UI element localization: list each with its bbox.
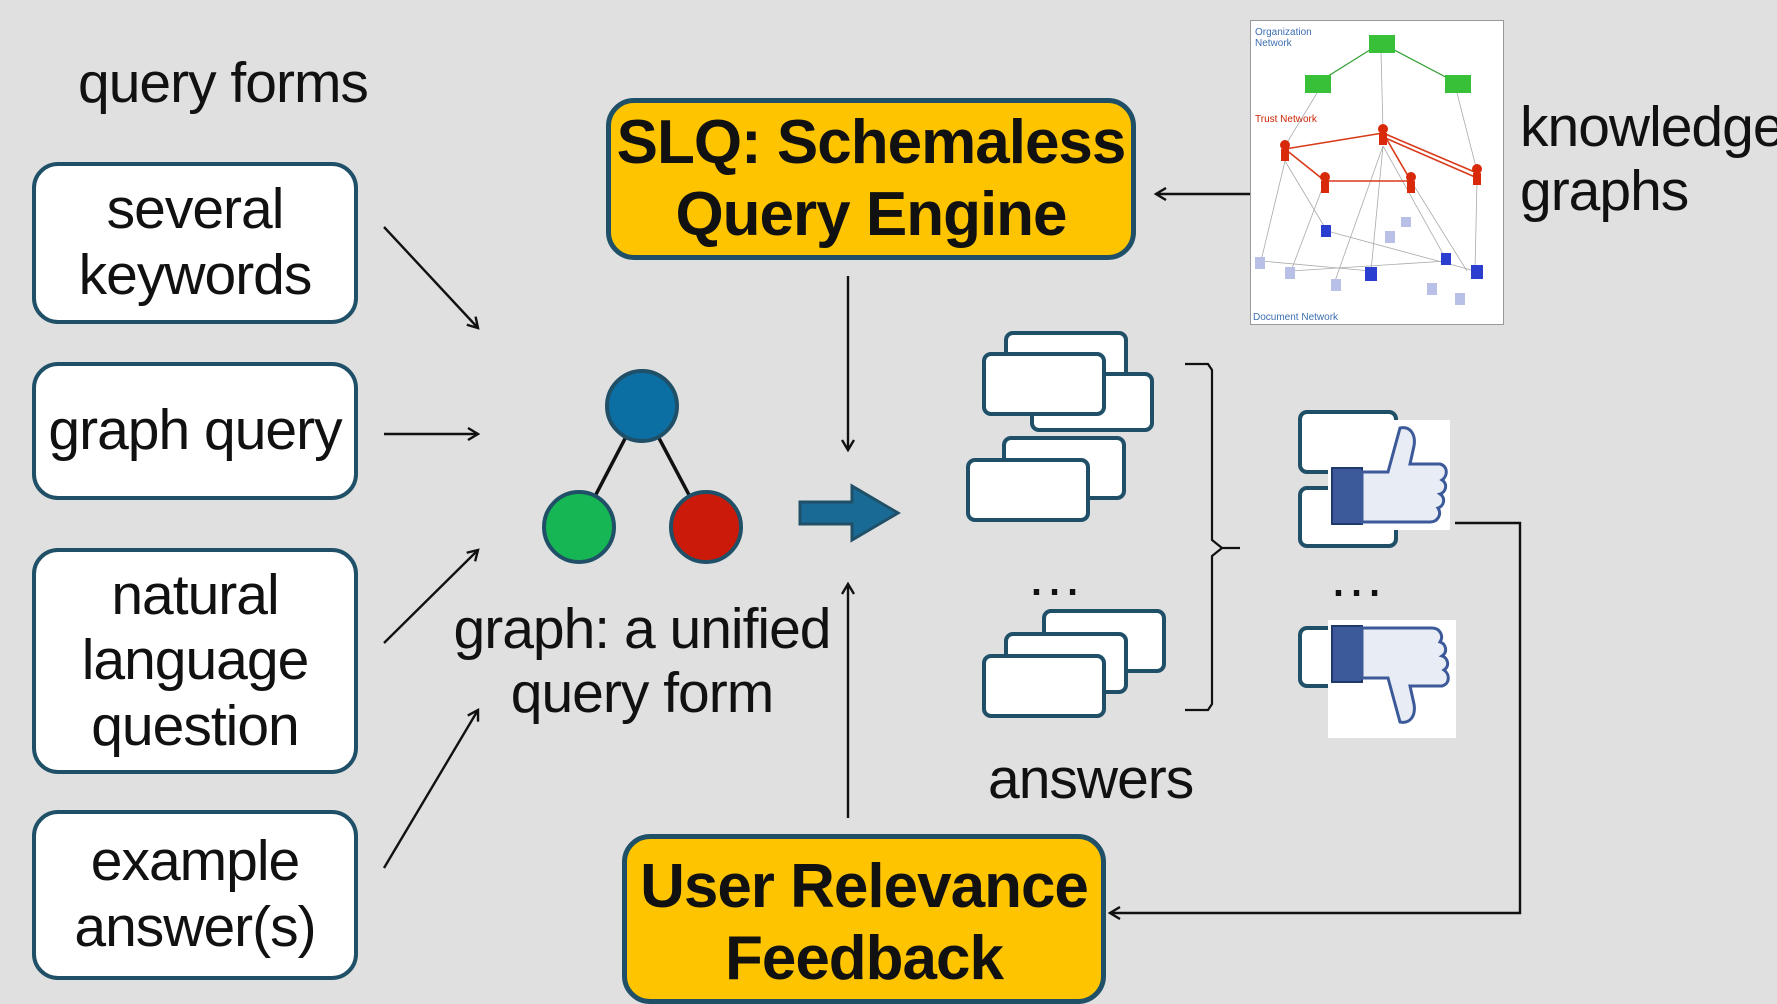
qform-example-line2: answer(s)	[74, 895, 316, 959]
qform-keywords-line2: keywords	[78, 243, 313, 307]
tree-node-left	[542, 490, 616, 564]
arrow-keywords-to-graph	[383, 226, 478, 328]
answers-brace	[1185, 362, 1240, 712]
thumbs-down-icon	[1328, 620, 1456, 738]
kg-doc-caption: Document Network	[1253, 312, 1339, 323]
answer-card-front-3	[982, 654, 1106, 718]
qform-nl-line2: language	[81, 628, 310, 693]
answer-card-front	[982, 352, 1106, 416]
answers-ellipsis: …	[1026, 544, 1083, 608]
qform-example-line1: example	[90, 829, 300, 894]
tree-node-right	[669, 490, 743, 564]
graph-caption-line1: graph: a unified	[453, 597, 832, 661]
engine-line2: Query Engine	[675, 180, 1067, 249]
arrow-thumbs-to-feedback	[1110, 521, 1522, 913]
kg-network-icon	[1255, 35, 1483, 305]
arrow-nl-to-graph	[383, 550, 478, 644]
qform-nl-line1: natural	[111, 562, 279, 627]
tree-node-top	[605, 369, 679, 443]
query-forms-title: query forms	[78, 51, 369, 115]
kg-org-caption-line2: Network	[1255, 38, 1292, 49]
engine-line1: SLQ: Schemaless	[616, 108, 1127, 178]
kg-label-line2: graphs	[1520, 158, 1689, 223]
kg-org-caption-line1: Organization	[1255, 27, 1312, 38]
qform-nl-line3: question	[91, 693, 300, 758]
kg-label-line1: knowledge	[1520, 95, 1777, 159]
qform-graph-line1: graph query	[48, 398, 342, 463]
arrow-example-to-graph	[382, 710, 478, 869]
query-form-graph: graph query	[32, 362, 358, 500]
process-arrow	[798, 483, 901, 543]
kg-trust-caption: Trust Network	[1255, 114, 1317, 125]
feedback-line1: User Relevance	[640, 852, 1089, 921]
thumbs-up-icon	[1328, 420, 1450, 530]
qform-keywords-line1: several	[106, 177, 285, 242]
thumbs-ellipsis: …	[1328, 545, 1385, 609]
answer-card-front-2	[966, 458, 1090, 522]
answers-label: answers	[988, 747, 1194, 811]
graph-caption-line2: query form	[510, 660, 774, 725]
feedback-line2: Feedback	[724, 923, 1004, 993]
